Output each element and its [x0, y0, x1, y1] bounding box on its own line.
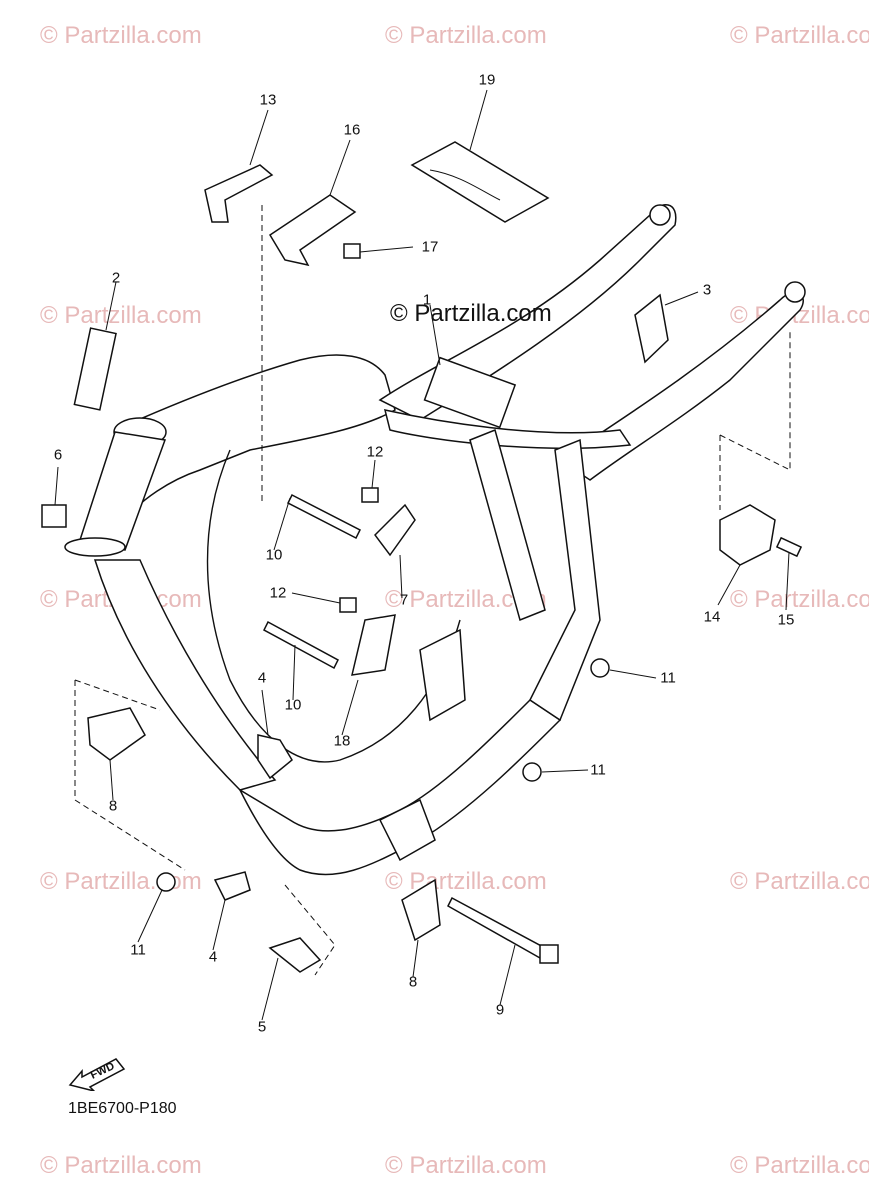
callout: 4: [257, 669, 267, 687]
part-12-bolt-lower: [339, 597, 357, 613]
callout: 6: [53, 446, 63, 464]
watermark: © Partzilla.com: [385, 22, 547, 49]
part-3-plate: [634, 293, 669, 364]
part-13-bracket: [204, 164, 274, 223]
engine-mount-plate-7: [374, 503, 416, 557]
callout: 10: [284, 696, 302, 714]
callout: 5: [257, 1018, 267, 1036]
watermark: © Partzilla.com: [40, 302, 202, 329]
part-14-damper: [719, 504, 776, 566]
right-bracket: [419, 628, 466, 722]
part-11-nut-upper: [590, 658, 610, 678]
callout: 2: [111, 269, 121, 287]
callout: 3: [702, 281, 712, 299]
watermark: © Partzilla.com: [40, 22, 202, 49]
callout: 12: [366, 443, 384, 461]
frame-top-plate: [423, 356, 517, 429]
engine-mount-plate-18: [351, 614, 396, 676]
callout: 16: [343, 121, 361, 139]
watermark: © Partzilla.com: [385, 1152, 547, 1179]
lower-engine-mount: [378, 798, 436, 862]
callout: 8: [108, 797, 118, 815]
steering-head-bottom: [64, 537, 126, 557]
leader-lines: [54, 89, 790, 1021]
watermark: © Partzilla.com: [730, 1152, 869, 1179]
part-6-cap: [41, 504, 67, 528]
callout: 4: [208, 948, 218, 966]
callout: 18: [333, 732, 351, 750]
part-10-bolt-lower: [263, 620, 339, 670]
part-17-bolt: [343, 243, 361, 259]
part-19-pad: [410, 141, 550, 223]
callout: 7: [399, 591, 409, 609]
part-9-bolt-head: [539, 944, 559, 964]
callout: 17: [421, 238, 439, 256]
frame-center-tube-left: [469, 428, 546, 622]
rear-mount-eye-left: [649, 204, 671, 226]
part-9-bolt: [447, 896, 546, 960]
brand-label: © Partzilla.com: [390, 300, 552, 327]
callout: 19: [478, 71, 496, 89]
part-10-bolt-upper: [286, 493, 362, 540]
part-8-bracket-left: [87, 707, 146, 761]
callout: 9: [495, 1001, 505, 1019]
part-4-clip-upper: [257, 734, 293, 780]
callout: 11: [660, 669, 676, 687]
frame-center-tube-right: [529, 438, 601, 722]
frame-main-spar: [114, 354, 396, 522]
callout: 11: [130, 941, 146, 959]
pad-crease: [429, 169, 501, 201]
callout: 11: [590, 761, 606, 779]
part-11-nut-lower: [156, 872, 176, 892]
frame-down-tube: [93, 559, 277, 791]
part-8-bracket-lower: [401, 878, 441, 942]
part-16-clamp: [268, 194, 357, 267]
watermark: © Partzilla.com: [40, 1152, 202, 1179]
frame-inner-loop: [206, 449, 461, 763]
frame-seat-rail-right: [558, 291, 804, 481]
callout: 1: [422, 291, 432, 309]
part-11-nut-mid: [522, 762, 542, 782]
part-4-clip-lower: [213, 871, 251, 901]
callout: 14: [703, 608, 721, 626]
callout: 12: [269, 584, 287, 602]
callout: 8: [408, 973, 418, 991]
part-5-clamp: [268, 937, 322, 973]
rear-mount-eye-right: [784, 281, 806, 303]
detail-box-left: [74, 679, 186, 871]
part-12-bolt-upper: [361, 487, 379, 503]
detail-box-bottom: [284, 884, 336, 976]
detail-box-right: [719, 330, 791, 510]
fwd-arrow-icon: [68, 1058, 126, 1091]
steering-head-tube: [79, 431, 167, 551]
part-15-bolt: [775, 536, 803, 558]
callout: 10: [265, 546, 283, 564]
part-2-label-strip: [73, 327, 117, 411]
diagram-code: 1BE6700-P180: [68, 1100, 177, 1117]
frame-cross-tube: [383, 409, 632, 450]
watermark: © Partzilla.com: [730, 586, 869, 613]
callout: 15: [777, 611, 795, 629]
callout: 13: [259, 91, 277, 109]
watermark: © Partzilla.com: [385, 868, 547, 895]
watermark: © Partzilla.com: [730, 22, 869, 49]
watermark: © Partzilla.com: [730, 868, 869, 895]
